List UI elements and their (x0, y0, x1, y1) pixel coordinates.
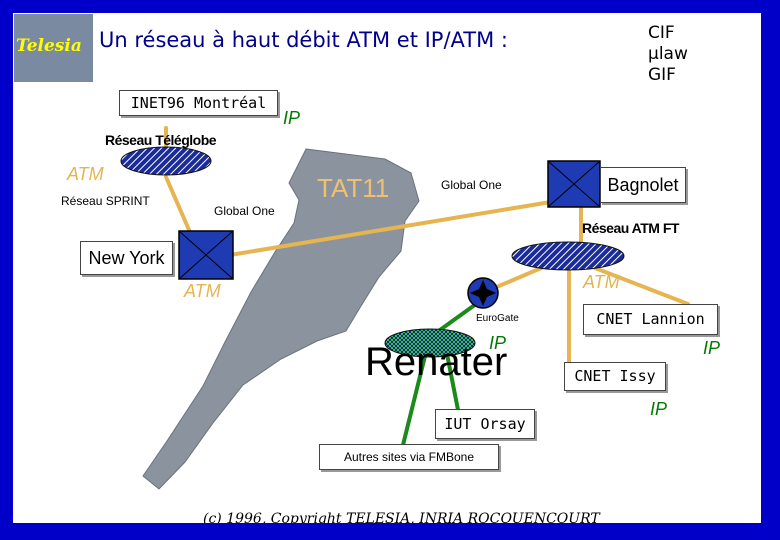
label-global-one-left: Global One (214, 204, 275, 218)
link-global-one (216, 195, 583, 259)
label-tat11: TAT11 (317, 173, 390, 203)
page-title: Un réseau à haut débit ATM et IP/ATM : (99, 28, 508, 52)
eurogate-router (467, 277, 499, 309)
bagnolet-switch (547, 160, 601, 208)
label-atm-ft: Réseau ATM FT (582, 220, 679, 236)
node-bagnolet: Bagnolet (600, 167, 686, 203)
label-teleglobe: Réseau Téléglobe (105, 132, 217, 148)
node-inet96: INET96 Montréal (119, 90, 278, 116)
teleglobe-network (120, 146, 212, 176)
slide: Telesia Un réseau à haut débit ATM et IP… (13, 13, 761, 523)
proto-ip-issy: IP (650, 399, 668, 419)
proto-atm-teleglobe: ATM (67, 164, 104, 184)
telesia-logo: Telesia (14, 14, 93, 82)
proto-atm-newyork: ATM (184, 281, 221, 301)
formats-list: CIF µlaw GIF (648, 23, 688, 86)
label-global-one-right: Global One (441, 178, 502, 192)
proto-atm-ft: ATM (583, 272, 620, 292)
node-new-york: New York (80, 241, 173, 275)
atm-ft-network (511, 241, 625, 271)
format-item: CIF (648, 23, 675, 43)
node-cnet-lannion: CNET Lannion (583, 304, 718, 335)
proto-ip-lannion: IP (703, 338, 721, 358)
format-item: µlaw (648, 44, 688, 64)
label-renater: Renater (365, 340, 508, 384)
logo-text: Telesia (16, 36, 82, 56)
proto-ip-renater: IP (489, 333, 507, 353)
node-autres-sites: Autres sites via FMBone (319, 444, 499, 470)
copyright: (c) 1996, Copyright TELESIA, INRIA ROCQU… (203, 511, 600, 523)
format-item: GIF (648, 65, 676, 85)
renater-network (384, 328, 476, 358)
label-sprint: Réseau SPRINT (61, 194, 150, 208)
node-iut-orsay: IUT Orsay (435, 409, 535, 439)
label-eurogate: EuroGate (476, 313, 519, 324)
newyork-switch (178, 230, 234, 280)
link-renater-autres (401, 354, 427, 447)
node-cnet-issy: CNET Issy (564, 362, 666, 391)
link-renater-orsay (445, 352, 461, 417)
link-atmft-lannion (593, 266, 690, 306)
network-diagram (120, 126, 690, 490)
proto-ip-inet96: IP (283, 108, 301, 128)
